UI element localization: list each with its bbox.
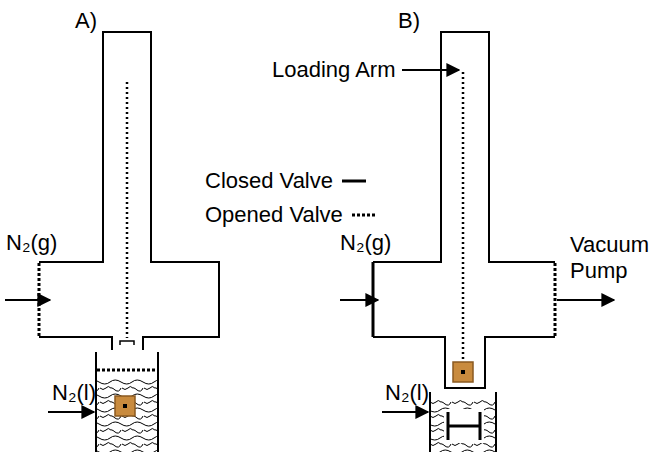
gas-label: N₂(g) <box>340 230 391 256</box>
tube-cross-b <box>373 32 555 388</box>
flow-arrow <box>5 299 50 301</box>
valve-sample <box>342 180 366 183</box>
apparatus-b <box>373 32 555 452</box>
dewar-wall <box>495 392 497 452</box>
legend-sample <box>351 210 377 220</box>
valve-sample <box>352 214 376 217</box>
legend-sample <box>341 176 367 186</box>
legend-text: Opened Valve <box>205 202 343 228</box>
arm-holder <box>120 341 134 345</box>
pointer-arrows <box>5 70 614 412</box>
flow-arrow <box>340 299 378 301</box>
liquid-nitrogen <box>97 378 157 452</box>
flow-arrow <box>382 411 428 413</box>
liquid-label: N₂(l) <box>385 380 429 406</box>
dewar-wall <box>429 392 431 452</box>
liquid-nitrogen <box>431 400 495 452</box>
apparatus-a <box>39 32 219 452</box>
liquid-label: N₂(l) <box>52 380 96 406</box>
closed-valve <box>448 412 480 440</box>
part-label: Loading Arm <box>272 57 396 83</box>
flow-arrow <box>48 411 94 413</box>
loading-arm <box>462 72 465 360</box>
legend-entry: Opened Valve <box>205 202 377 228</box>
legend-text: Closed Valve <box>205 168 333 194</box>
tube-cross-a <box>39 32 219 350</box>
legend-entry: Closed Valve <box>205 168 367 194</box>
loading-arm <box>126 82 129 338</box>
pump-label: Vacuum Pump <box>570 232 656 284</box>
sample-holder <box>115 396 135 416</box>
sample <box>461 370 465 374</box>
dewar-wall <box>157 352 159 452</box>
sample <box>123 404 127 408</box>
panel-label: B) <box>398 8 420 34</box>
sample-holder <box>453 362 473 382</box>
leader-arrow <box>402 69 459 71</box>
opened-valve <box>554 263 557 336</box>
flow-arrow <box>557 299 614 301</box>
opened-valve <box>97 369 157 372</box>
valve-ground <box>444 409 484 443</box>
panel-label: A) <box>75 8 97 34</box>
gas-label: N₂(g) <box>6 230 57 256</box>
